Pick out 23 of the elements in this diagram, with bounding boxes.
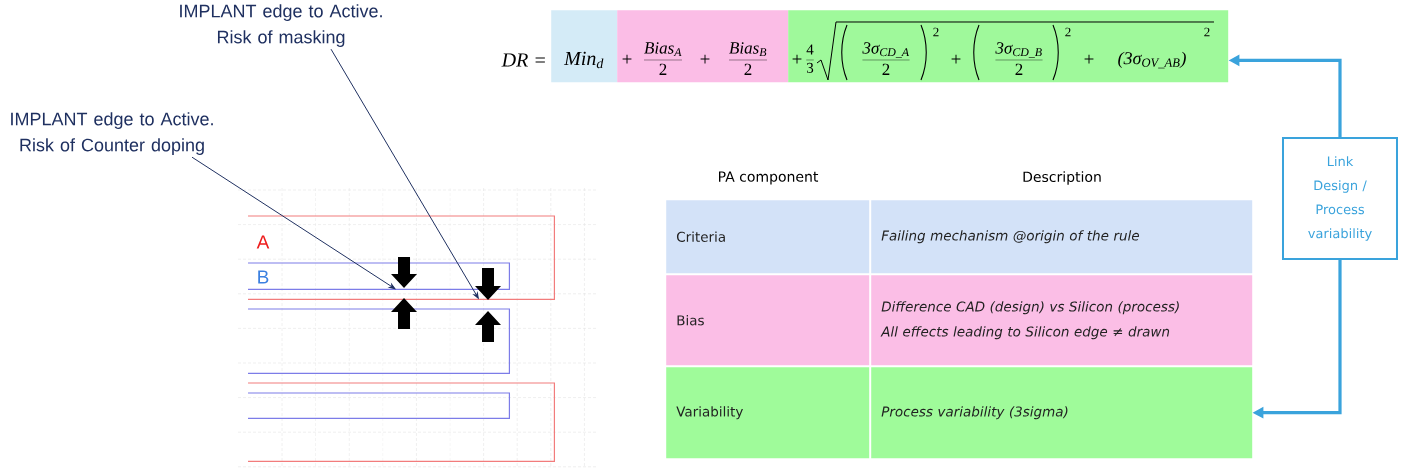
node-label: Criteria	[676, 231, 725, 242]
table-cell: Difference CAD (design) vs Silicon (process) All effects leading to Silicon edge ≠ drawn	[871, 275, 1253, 366]
highlighted-term: Min$_{d}$	[551, 10, 618, 83]
node-label: Difference CAD (design) vs Silicon (process)	[881, 301, 1179, 315]
leader-arrow	[191, 156, 396, 290]
node-label: Variability	[676, 406, 743, 420]
annotation-text: IMPLANT edge to Active. Risk of masking	[180, 4, 382, 47]
table-cell: Variability	[666, 367, 870, 459]
table-cell: Criteria	[666, 200, 870, 274]
column-header: PA component	[719, 171, 819, 185]
column-header: Description	[1023, 171, 1101, 185]
highlighted-term: + 4 3 3σ$_{CD_A}$ 2 2 + 3σ$_{CD_B}$ 2 2 + (3σ$_{OV_AB}$) 2	[788, 10, 1229, 83]
table-cell: Bias	[666, 275, 870, 366]
table-cell: Process variability (3sigma)	[871, 367, 1253, 459]
node-label: All effects leading to Silicon edge ≠ drawn	[880, 326, 1170, 340]
annotation-text: IMPLANT edge to Active. Risk of Counter doping	[11, 112, 213, 155]
node-label: Bias	[677, 314, 704, 326]
highlighted-term: + Bias$_{A}$ 2 + Bias$_{B}$ 2	[617, 10, 789, 83]
link-box: Link Design / Process variability	[1282, 137, 1398, 260]
node-label: Failing mechanism @origin of the rule	[881, 230, 1139, 244]
table-cell: Failing mechanism @origin of the rule	[871, 200, 1253, 274]
leader-arrow	[330, 48, 479, 299]
node-label: Process variability (3sigma)	[881, 406, 1068, 420]
